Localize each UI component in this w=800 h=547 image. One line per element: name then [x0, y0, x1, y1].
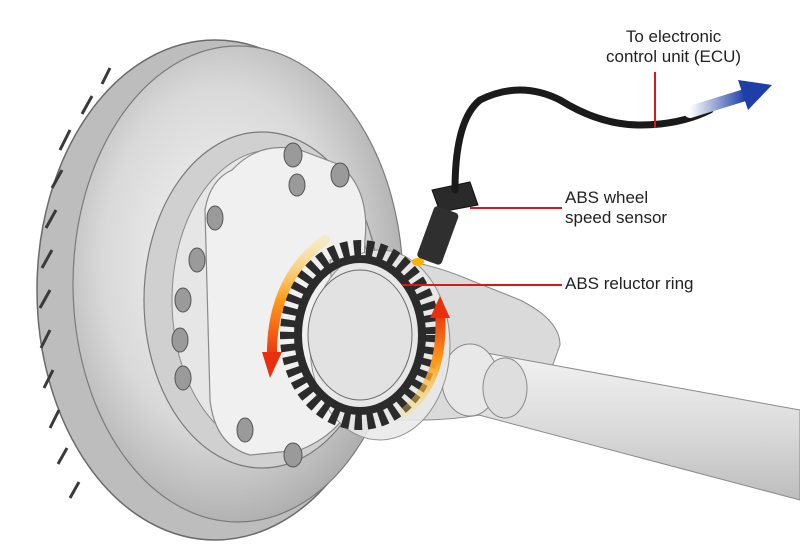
sensor-label-line1: ABS wheel: [565, 188, 649, 207]
disc-vent-slots: [38, 67, 112, 499]
rotation-arrows: [262, 235, 450, 417]
sensor-label: ABS wheel speed sensor: [565, 188, 667, 228]
reluctor-ring-label: ABS reluctor ring: [565, 274, 694, 293]
lug-holes: [171, 142, 350, 468]
wheel-speed-sensor: [412, 181, 479, 266]
sensor-cable: [451, 86, 714, 194]
ecu-label: To electronic control unit (ECU): [606, 27, 741, 67]
leader-lines: [402, 72, 656, 286]
sensor-label-line2: speed sensor: [565, 208, 668, 227]
wheel-hub: [143, 131, 381, 469]
reluctor-ring: [280, 240, 440, 430]
ecu-label-line2: control unit (ECU): [606, 47, 742, 66]
ecu-direction-arrow: [684, 80, 772, 118]
ecu-label-line1: To electronic: [625, 27, 722, 46]
